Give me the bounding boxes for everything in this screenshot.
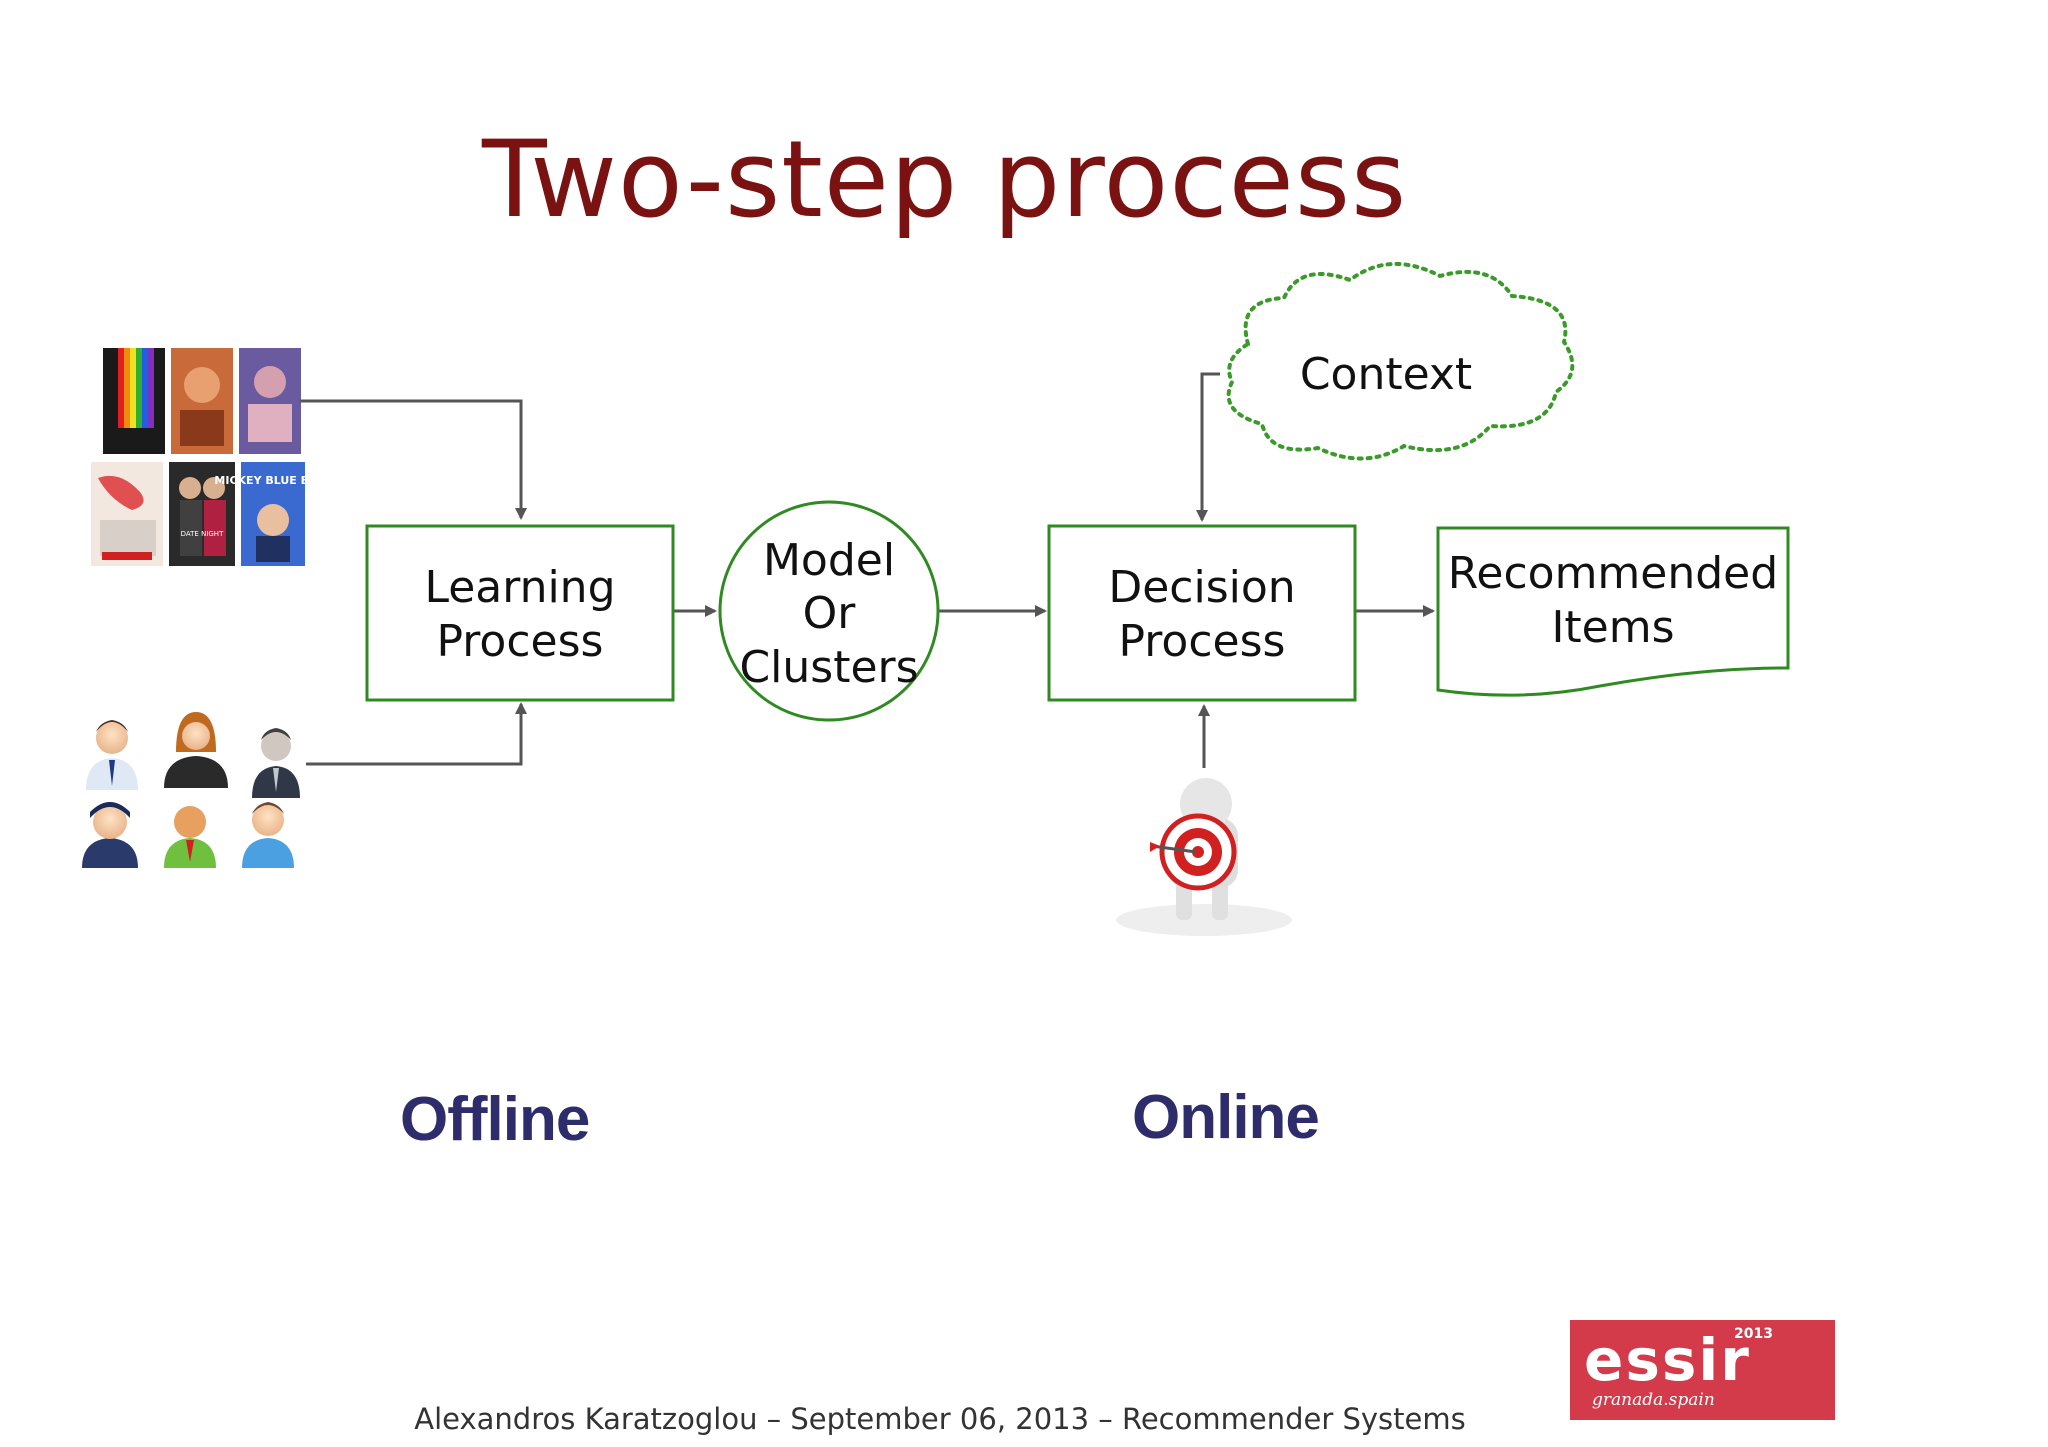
user-avatar-icon (164, 712, 228, 788)
user-avatar-icon (252, 728, 300, 798)
user-avatar-icon (86, 720, 138, 790)
learning-process-box: Learning Process (365, 524, 675, 702)
recommended-items-label-line2: Items (1551, 602, 1674, 653)
slide-title: Two-step process (482, 118, 1408, 241)
logo-place: granada.spain (1592, 1390, 1715, 1410)
user-avatars (82, 712, 300, 868)
model-label-line2: Or (803, 588, 857, 639)
essir-logo: 2013 essir granada.spain (1570, 1320, 1835, 1420)
model-label-line1: Model (763, 535, 895, 586)
movie-poster-icon (103, 348, 165, 454)
context-to-decision-arrow (1196, 372, 1220, 522)
logo-year: 2013 (1734, 1326, 1773, 1342)
decision-process-label-line2: Process (1119, 616, 1286, 667)
model-circle: Model Or Clusters (718, 500, 940, 722)
decision-process-box: Decision Process (1047, 524, 1357, 702)
cloud-icon: Context (1226, 261, 1575, 461)
context-label: Context (1300, 349, 1472, 400)
target-person-icon (1116, 778, 1292, 936)
user-avatar-icon (164, 806, 216, 868)
online-label: Online (1132, 1083, 1320, 1152)
movie-poster-icon (91, 462, 163, 566)
decision-process-label-line1: Decision (1108, 562, 1295, 613)
movie-posters: DATE NIGHT MICKEY BLUE EYES (91, 348, 332, 566)
slide-footer: Alexandros Karatzoglou – September 06, 2… (414, 1402, 1466, 1436)
poster-title: MICKEY BLUE EYES (214, 474, 331, 487)
learning-process-label-line1: Learning (424, 562, 615, 613)
model-label-line3: Clusters (739, 642, 918, 693)
recommended-items-document: Recommended Items (1436, 526, 1790, 697)
learning-process-label-line2: Process (437, 616, 604, 667)
user-avatar-icon (242, 802, 294, 868)
logo-name: essir (1584, 1326, 1751, 1394)
movie-poster-icon: DATE NIGHT (169, 462, 235, 566)
movie-poster-icon: MICKEY BLUE EYES (214, 462, 332, 566)
movie-poster-icon (239, 348, 301, 454)
recommended-items-label-line1: Recommended (1448, 548, 1778, 599)
offline-label: Offline (400, 1085, 590, 1154)
poster-title: DATE NIGHT (181, 530, 224, 538)
user-avatar-icon (82, 802, 138, 868)
movie-poster-icon (171, 348, 233, 454)
users-to-learning-arrow (306, 702, 527, 766)
posters-to-learning-arrow (300, 399, 527, 520)
